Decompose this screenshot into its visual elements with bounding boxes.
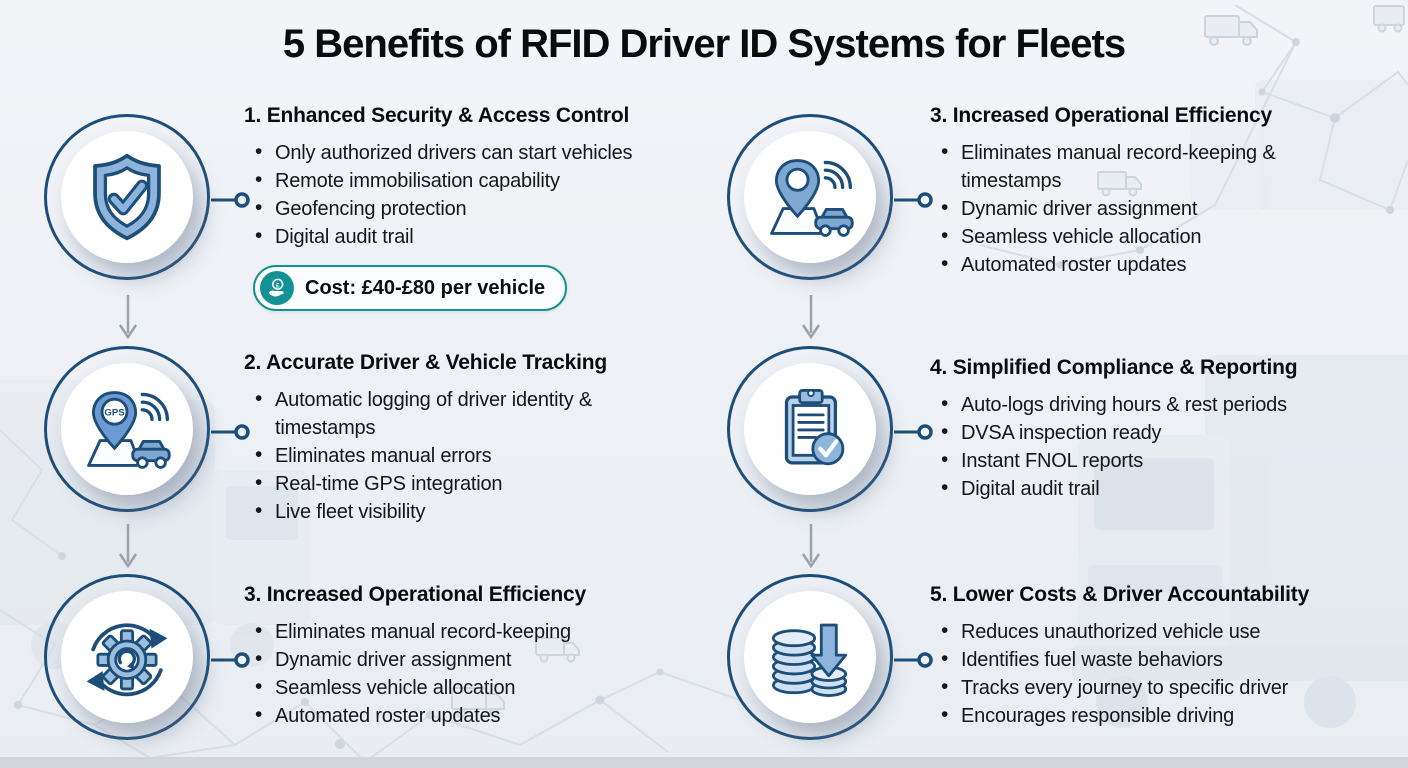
icon-circle-security [44,114,210,280]
section-costs: 5. Lower Costs & Driver Accountability R… [930,583,1350,730]
bottom-strip [0,757,1408,768]
benefit-list: Automatic logging of driver identity & t… [244,385,696,526]
cost-badge-label: Cost: £40-£80 per vehicle [305,276,546,299]
icon-circle-inner [61,131,193,263]
benefit-item: Real-time GPS integration [244,469,696,498]
page-title: 5 Benefits of RFID Driver ID Systems for… [282,22,1126,66]
benefit-list: Eliminates manual record-keeping & times… [930,138,1350,279]
section-heading: 2. Accurate Driver & Vehicle Tracking [244,351,608,374]
shield-check-icon [93,153,161,241]
flow-down-arrow [801,524,821,568]
benefit-item: Reduces unauthorized vehicle use [930,617,1350,646]
icon-circle-inner [61,591,193,723]
benefit-item: Identifies fuel waste behaviors [930,645,1350,674]
benefit-item: Seamless vehicle allocation [244,673,696,702]
section-tracking: 2. Accurate Driver & Vehicle Tracking Au… [244,351,696,526]
section-compliance: 4. Simplified Compliance & Reporting Aut… [930,356,1350,503]
section-efficiency-left: 3. Increased Operational Efficiency Elim… [244,583,696,730]
icon-circle-inner: GPS [61,363,193,495]
cost-badge: £ Cost: £40-£80 per vehicle [253,265,568,311]
section-heading: 3. Increased Operational Efficiency [244,583,586,606]
section-efficiency-right: 3. Increased Operational Efficiency Elim… [930,104,1350,279]
benefit-item: Geofencing protection [244,194,696,223]
icon-circle-inner [744,131,876,263]
section-heading: 1. Enhanced Security & Access Control [244,104,630,127]
flow-down-arrow [118,295,138,339]
location-pin-car-icon [770,159,854,237]
benefit-item: Encourages responsible driving [930,701,1350,730]
benefit-item: Eliminates manual errors [244,441,696,470]
section-heading: 4. Simplified Compliance & Reporting [930,356,1298,379]
benefit-item: Digital audit trail [244,222,696,251]
flow-down-arrow [801,295,821,339]
benefit-item: DVSA inspection ready [930,418,1350,447]
section-heading: 5. Lower Costs & Driver Accountability [930,583,1310,606]
benefit-item: Auto-logs driving hours & rest periods [930,390,1350,419]
icon-circle-efficiency-right [727,114,893,280]
icon-circle-costs [727,574,893,740]
section-heading: 3. Increased Operational Efficiency [930,104,1272,127]
benefit-item: Dynamic driver assignment [930,194,1350,223]
benefit-item: Automated roster updates [930,250,1350,279]
gps-pin-map-icon: GPS [87,391,171,469]
benefit-item: Automated roster updates [244,701,696,730]
section-security: 1. Enhanced Security & Access Control On… [244,104,696,311]
benefit-item: Remote immobilisation capability [244,166,696,195]
benefit-item: Live fleet visibility [244,497,696,526]
icon-circle-inner [744,363,876,495]
flow-down-arrow [118,524,138,568]
svg-text:GPS: GPS [104,408,125,419]
coins-arrow-down-icon [771,623,848,697]
icon-circle-compliance [727,346,893,512]
connector-line [894,652,933,668]
gear-sync-icon [86,623,168,697]
benefit-item: Seamless vehicle allocation [930,222,1350,251]
connector-line [894,192,933,208]
icon-circle-tracking: GPS [44,346,210,512]
benefit-item: Digital audit trail [930,474,1350,503]
benefit-list: Auto-logs driving hours & rest periods D… [930,390,1350,503]
benefit-item: Only authorized drivers can start vehicl… [244,138,696,167]
hand-money-icon: £ [260,271,294,305]
benefit-item: Tracks every journey to specific driver [930,673,1350,702]
clipboard-check-icon [784,389,845,466]
connector-line [894,424,933,440]
benefit-list: Only authorized drivers can start vehicl… [244,138,696,251]
benefit-item: Automatic logging of driver identity & t… [244,385,696,442]
icon-circle-efficiency [44,574,210,740]
svg-text:£: £ [276,282,280,289]
benefit-item: Eliminates manual record-keeping & times… [930,138,1350,195]
benefit-item: Eliminates manual record-keeping [244,617,696,646]
benefit-item: Instant FNOL reports [930,446,1350,475]
benefit-item: Dynamic driver assignment [244,645,696,674]
benefit-list: Eliminates manual record-keeping Dynamic… [244,617,696,730]
benefit-list: Reduces unauthorized vehicle use Identif… [930,617,1350,730]
icon-circle-inner [744,591,876,723]
